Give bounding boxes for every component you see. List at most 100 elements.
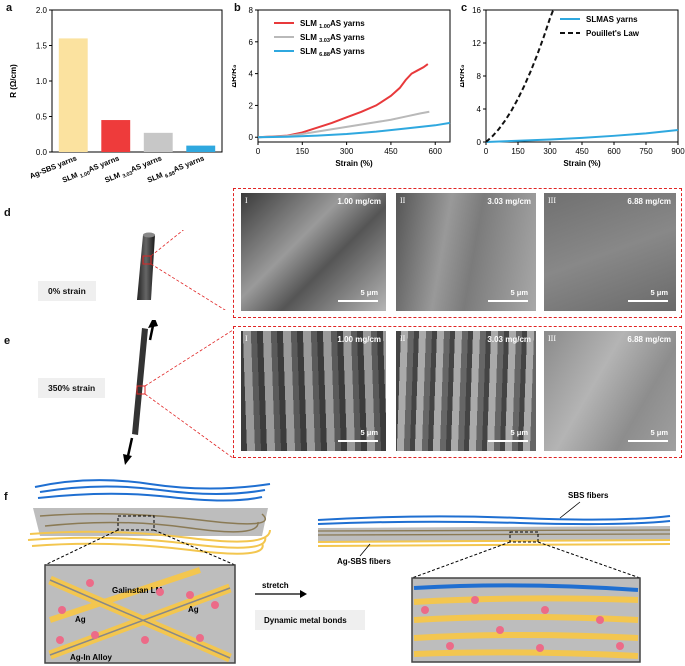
yarn-e-illustration — [123, 320, 234, 465]
sem-index: I — [245, 196, 248, 205]
ag-label-1: Ag — [75, 615, 86, 624]
series-line — [485, 129, 679, 143]
scale-label: 5 μm — [360, 288, 378, 297]
x-tick-label: 300 — [340, 147, 354, 156]
scale-label: 5 μm — [360, 428, 378, 437]
x-tick-label: 900 — [671, 147, 685, 156]
y-tick-label: 0.5 — [36, 113, 48, 122]
sem-index: II — [400, 334, 406, 343]
scale-label: 5 μm — [510, 288, 528, 297]
x-tick-label: 150 — [296, 147, 310, 156]
sem-dose: 6.88 mg/cm — [627, 335, 671, 344]
legend-label: SLM 3.03AS yarns — [300, 33, 365, 44]
y-tick-label: 12 — [472, 39, 481, 48]
zoom-line-top — [144, 329, 234, 387]
legend-label: Pouillet's Law — [586, 29, 640, 38]
axes-frame — [257, 9, 451, 143]
bar — [186, 145, 216, 152]
sem-index: I — [245, 334, 248, 343]
galinstan-label: Galinstan LM — [112, 586, 163, 595]
dynamic-bonds-tag — [255, 610, 365, 630]
scale-label: 5 μm — [650, 428, 668, 437]
electron-dots-left — [56, 579, 219, 644]
series-line — [485, 9, 555, 143]
series-line — [257, 121, 451, 139]
scale-label: 5 μm — [650, 288, 668, 297]
alloy-label: Ag-In Alloy — [70, 653, 112, 662]
sem-e-2: II 3.03 mg/cm 5 μm — [396, 331, 536, 451]
panel-letter-b: b — [234, 2, 241, 14]
agsbs-pointer — [359, 543, 371, 557]
zoom-line-top — [150, 230, 184, 257]
arrow-up-head — [148, 320, 158, 328]
y-tick-label: 6 — [249, 38, 254, 47]
scale-bar — [628, 300, 668, 302]
scale-bar — [628, 440, 668, 442]
sem-index: III — [548, 334, 556, 343]
sem-dose: 1.00 mg/cm — [337, 335, 381, 344]
y-tick-label: 0 — [249, 133, 254, 142]
sem-d-3: III 6.88 mg/cm 5 μm — [544, 193, 676, 311]
arrow-down — [126, 437, 134, 457]
sem-dose: 3.03 mg/cm — [487, 335, 531, 344]
bar — [101, 120, 131, 152]
y-axis-label: ΔR/R₀ — [232, 64, 238, 88]
electron-dots-right — [421, 596, 624, 652]
scale-bar — [338, 300, 378, 302]
stretch-arrow-head — [300, 590, 307, 598]
yarn-cylinder — [137, 235, 155, 300]
scale-bar — [488, 300, 528, 302]
sem-index: II — [400, 196, 406, 205]
panel-letter-a: a — [6, 2, 13, 14]
strain-tag-0: 0% strain — [38, 281, 96, 301]
x-tick-label: 0 — [256, 147, 261, 156]
y-axis-label: ΔR/R₀ — [460, 64, 466, 88]
panel-letter-c: c — [461, 2, 468, 14]
stretched-yarn — [132, 328, 148, 435]
zoom-box — [142, 255, 152, 265]
y-tick-label: 4 — [249, 70, 254, 79]
ag-label-2: Ag — [188, 605, 199, 614]
dynamic-bonds-label: Dynamic metal bonds — [264, 616, 347, 625]
arrow-down-head — [123, 454, 132, 465]
sem-d-1: I 1.00 mg/cm 5 μm — [241, 193, 386, 311]
yarn-d-illustration — [137, 230, 226, 310]
strain-tag-350: 350% strain — [38, 378, 106, 398]
sem-d-2: II 3.03 mg/cm 5 μm — [396, 193, 536, 311]
x-tick-label: 600 — [607, 147, 621, 156]
zoom-stretched — [411, 577, 641, 663]
yarn-top — [143, 232, 155, 238]
x-tick-label: 450 — [384, 147, 398, 156]
panel-letter-d: d — [4, 207, 11, 219]
sem-index: III — [548, 196, 556, 205]
y-tick-label: 0 — [477, 138, 482, 147]
y-axis-label: R (Ω/cm) — [9, 64, 18, 98]
sem-dose: 1.00 mg/cm — [337, 197, 381, 206]
zoom-line-bottom — [150, 263, 226, 310]
sem-frame-d — [233, 188, 682, 318]
panel-letter-e: e — [4, 335, 11, 347]
panel-letter-f: f — [4, 491, 8, 503]
x-axis-label: Strain (%) — [335, 159, 373, 168]
axes-frame — [485, 9, 679, 143]
unstretched-composite — [27, 479, 271, 566]
x-tick-label: 450 — [575, 147, 589, 156]
sbs-pointer — [559, 501, 581, 519]
sem-e-3: III 6.88 mg/cm 5 μm — [544, 331, 676, 451]
sem-dose: 3.03 mg/cm — [487, 197, 531, 206]
legend-label: SLM 6.88AS yarns — [300, 47, 365, 58]
sem-e-1: I 1.00 mg/cm 5 μm — [241, 331, 386, 451]
y-tick-label: 1.0 — [36, 77, 48, 86]
series-line — [257, 63, 429, 139]
bar — [58, 38, 88, 152]
y-tick-label: 1.5 — [36, 42, 48, 51]
legend-label: SLMAS yarns — [586, 15, 638, 24]
x-tick-label: 300 — [543, 147, 557, 156]
bar — [143, 132, 173, 152]
x-axis-label: Strain (%) — [563, 159, 601, 168]
y-tick-label: 8 — [249, 6, 254, 15]
x-tick-label: 750 — [639, 147, 653, 156]
y-tick-label: 4 — [477, 105, 482, 114]
